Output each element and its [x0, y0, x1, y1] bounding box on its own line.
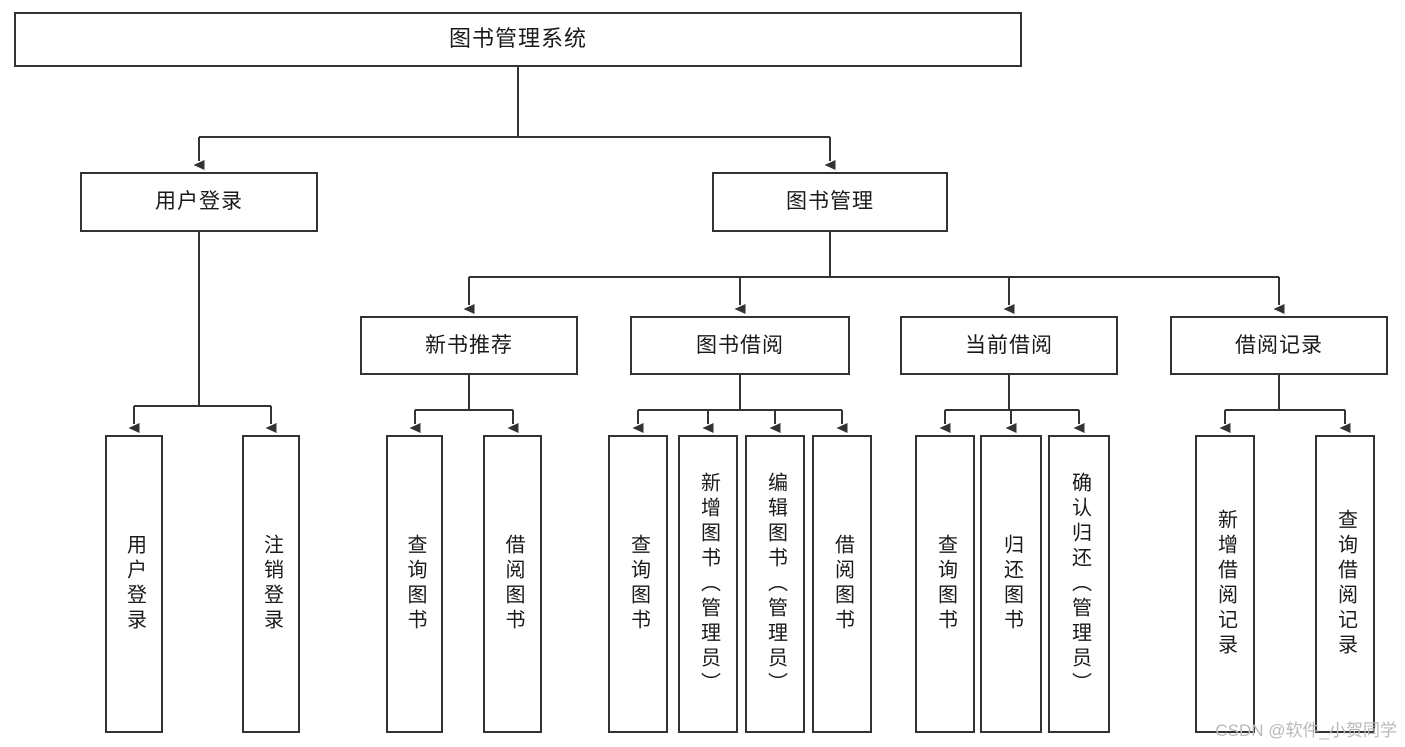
leaf-borrow-book-borrow[interactable]: 借阅图书 [812, 435, 872, 733]
node-borrow-record[interactable]: 借阅记录 [1170, 316, 1388, 375]
csdn-watermark: CSDN @软件_小贺同学 [1215, 721, 1397, 740]
node-root-system[interactable]: 图书管理系统 [14, 12, 1022, 67]
leaf-user-login[interactable]: 用户登录 [105, 435, 163, 733]
node-book-management[interactable]: 图书管理 [712, 172, 948, 232]
leaf-query-borrow-record[interactable]: 查询借阅记录 [1315, 435, 1375, 733]
node-current-borrow[interactable]: 当前借阅 [900, 316, 1118, 375]
node-user-login[interactable]: 用户登录 [80, 172, 318, 232]
leaf-borrow-book-recommend[interactable]: 借阅图书 [483, 435, 542, 733]
leaf-edit-book-admin[interactable]: 编辑图书（管理员） [745, 435, 805, 733]
node-new-book-recommend[interactable]: 新书推荐 [360, 316, 578, 375]
leaf-add-book-admin[interactable]: 新增图书（管理员） [678, 435, 738, 733]
leaf-query-book-current[interactable]: 查询图书 [915, 435, 975, 733]
leaf-add-borrow-record[interactable]: 新增借阅记录 [1195, 435, 1255, 733]
leaf-query-book-recommend[interactable]: 查询图书 [386, 435, 443, 733]
leaf-logout[interactable]: 注销登录 [242, 435, 300, 733]
node-book-borrow[interactable]: 图书借阅 [630, 316, 850, 375]
leaf-query-book-borrow[interactable]: 查询图书 [608, 435, 668, 733]
leaf-return-book[interactable]: 归还图书 [980, 435, 1042, 733]
leaf-confirm-return-admin[interactable]: 确认归还（管理员） [1048, 435, 1110, 733]
